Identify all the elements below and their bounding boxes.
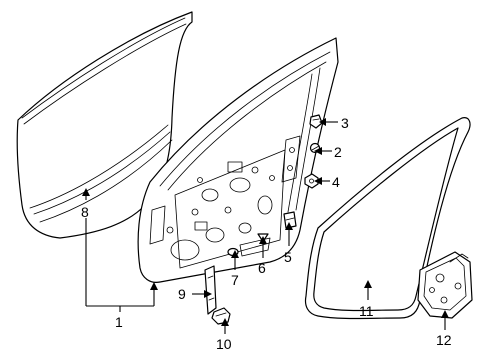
callout-4: 4 [332, 174, 340, 190]
arrowheads [82, 118, 449, 326]
part-4-nut [304, 173, 319, 189]
callout-2: 2 [334, 144, 342, 160]
callout-3: 3 [341, 115, 349, 131]
part-3-clip [309, 114, 323, 129]
callout-7: 7 [231, 272, 239, 288]
callout-6: 6 [258, 260, 266, 276]
callout-9: 9 [178, 286, 186, 302]
part-10-bolt [211, 307, 231, 325]
part-5-bracket [283, 211, 297, 229]
window-regulator [417, 251, 473, 319]
leader-lines [85, 121, 446, 334]
part-9-check-link [204, 265, 217, 315]
callout-labels: 1 2 3 4 5 6 7 8 9 10 11 12 [81, 115, 452, 352]
callout-8: 8 [81, 204, 89, 220]
callout-11: 11 [359, 303, 374, 319]
callout-10: 10 [216, 336, 232, 352]
callout-12: 12 [436, 332, 452, 348]
callout-1: 1 [115, 314, 123, 330]
callout-5: 5 [284, 249, 292, 265]
